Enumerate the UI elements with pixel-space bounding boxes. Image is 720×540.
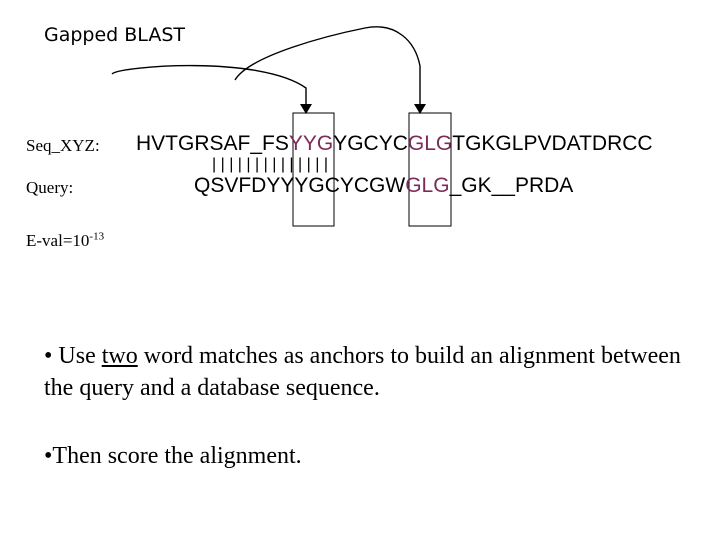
query-segment-anchor: GLG [405, 174, 450, 197]
anchor-box-2 [408, 112, 452, 227]
query-segment: CYCGW [324, 174, 406, 197]
arrow-2 [234, 26, 421, 108]
query-segment: _GK__PRDA [449, 174, 574, 197]
seq-segment: HVTGRSAF_FS [136, 132, 289, 155]
e-value-exponent: -13 [89, 230, 105, 243]
query-sequence: QSVFDYYYGCYCGWGLG_GK__PRDA [194, 174, 573, 198]
query-label: Query: [26, 178, 74, 197]
anchor-box-1 [292, 112, 335, 227]
seq-segment: YGCYC [333, 132, 408, 155]
e-value: E-val=10-13 [26, 230, 105, 250]
slide-title: Gapped BLAST [44, 24, 185, 46]
seq-xyz-sequence: HVTGRSAF_FSYYGYGCYCGLGTGKGLPVDATDRCC [136, 132, 653, 156]
arrow-1 [111, 64, 307, 108]
seq-segment-anchor: GLG [407, 132, 453, 155]
arrow-2-head [414, 104, 426, 114]
seq-segment: TGKGLPVDATDRCC [452, 132, 653, 155]
query-segment: QSVFDYYYG [194, 174, 325, 197]
underlined-word: two [101, 343, 138, 369]
match-line: | | | | | | | | | | | | | | [212, 156, 328, 173]
seq-label: Seq_XYZ: [26, 136, 100, 155]
bullet-2: •Then score the alignment. [44, 443, 302, 469]
seq-segment-anchor: YYG [288, 132, 334, 155]
arrow-1-head [300, 104, 312, 114]
bullet-1: • Use two word matches as anchors to bui… [44, 343, 681, 401]
